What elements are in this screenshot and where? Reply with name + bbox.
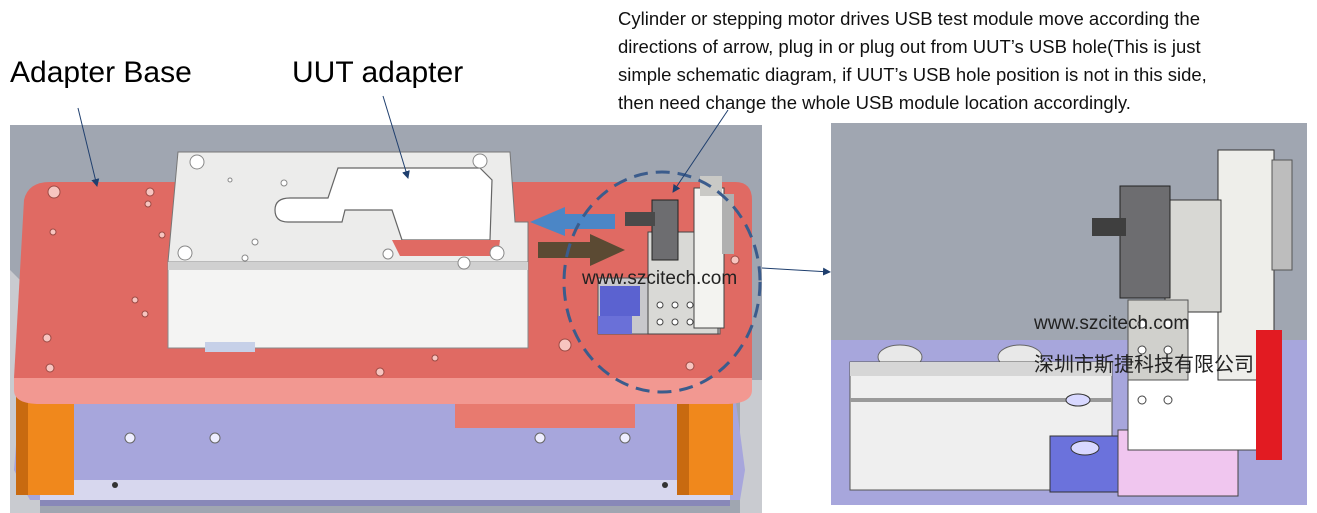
description-line: then need change the whole USB module lo… bbox=[618, 92, 1131, 113]
description-text: Cylinder or stepping motor drives USB te… bbox=[618, 5, 1313, 117]
leader-description bbox=[672, 109, 729, 193]
leader-uut-adapter bbox=[382, 95, 410, 179]
right-zoom-render bbox=[831, 123, 1307, 505]
leader-adapter-base bbox=[77, 107, 100, 187]
description-line: Cylinder or stepping motor drives USB te… bbox=[618, 8, 1200, 29]
adapter-base-label: Adapter Base bbox=[10, 56, 192, 89]
watermark-left: www.szcitech.com bbox=[582, 268, 738, 289]
arrow-plug-in bbox=[530, 207, 615, 236]
uut-adapter-label: UUT adapter bbox=[292, 56, 464, 89]
dashed-highlight bbox=[562, 170, 762, 394]
watermark-right: www.szcitech.com bbox=[1034, 313, 1190, 334]
leader-zoom bbox=[761, 267, 831, 276]
description-line: simple schematic diagram, if UUT’s USB h… bbox=[618, 64, 1207, 85]
watermark-right-cn: 深圳市斯捷科技有限公司 bbox=[1034, 354, 1254, 376]
arrow-plug-out bbox=[538, 234, 625, 266]
usb-connector-block bbox=[651, 199, 679, 261]
uut-pocket bbox=[274, 167, 493, 241]
description-line: directions of arrow, plug in or plug out… bbox=[618, 36, 1201, 57]
